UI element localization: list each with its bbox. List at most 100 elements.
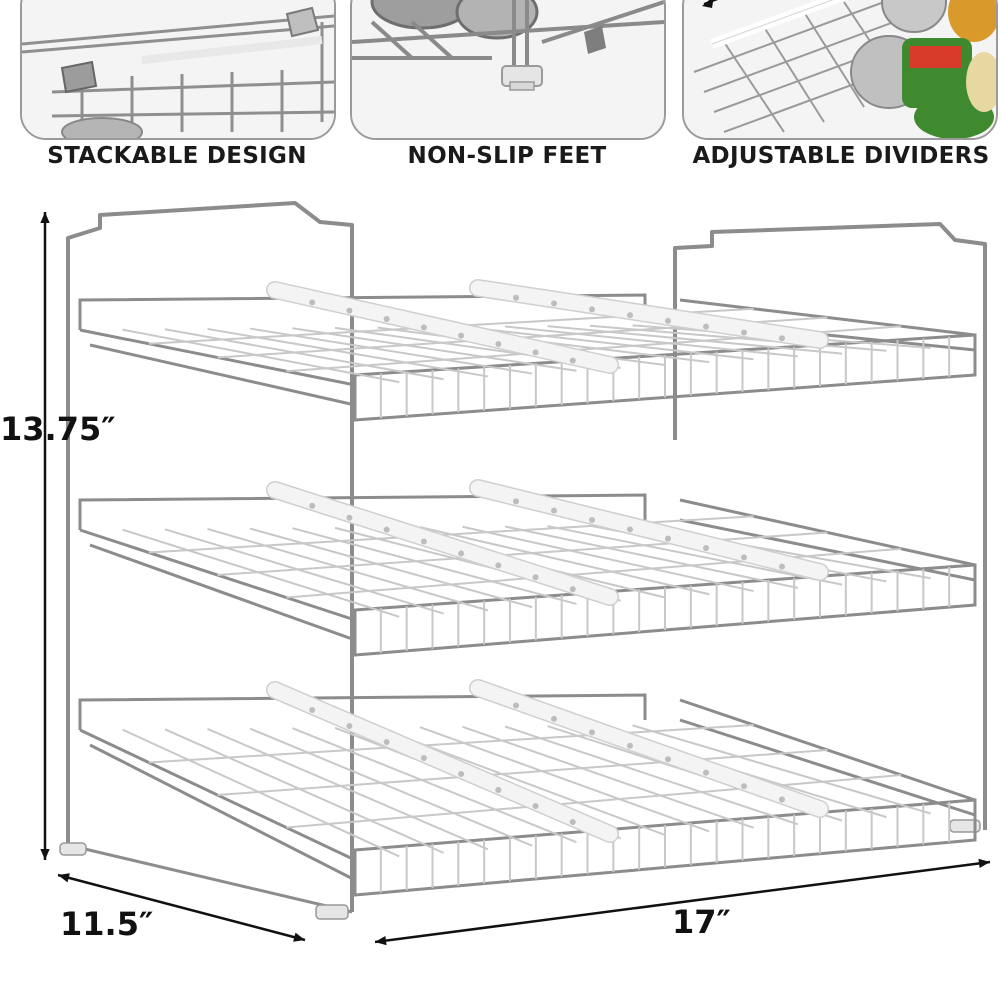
- divider-notch: [665, 317, 671, 324]
- divider-notch: [532, 574, 539, 581]
- shelf-bed-wire: [122, 528, 400, 618]
- adjustable-divider: [267, 482, 618, 605]
- divider-notch: [346, 514, 353, 521]
- depth-arrow: [57, 873, 306, 942]
- divider-notch: [589, 517, 595, 523]
- shelf-bed-wire: [164, 728, 444, 854]
- rack-shelves: [78, 279, 977, 897]
- divider-notch: [569, 819, 576, 825]
- shelf-bed-wire: [292, 327, 577, 372]
- divider-notch: [627, 526, 633, 533]
- arrowhead: [978, 858, 990, 869]
- divider-notch: [665, 756, 671, 763]
- divider-notch: [779, 335, 785, 342]
- shelf-cross-wire: [217, 749, 828, 796]
- bottom-shelf: [78, 679, 977, 897]
- right-side-frame: [673, 222, 987, 830]
- divider-notch: [569, 357, 576, 364]
- divider-notch: [627, 742, 633, 749]
- divider-notch: [346, 723, 353, 729]
- divider-notch: [346, 307, 353, 314]
- shelf-bed-wire: [547, 525, 843, 586]
- adjustable-divider: [267, 282, 618, 373]
- adjustable-divider: [267, 682, 618, 842]
- divider-notch: [383, 316, 390, 322]
- shelf-bed-wire: [292, 727, 577, 844]
- shelf-cross-wire: [286, 774, 902, 829]
- shelf-back-rail: [78, 493, 647, 530]
- adjustable-divider: [470, 280, 828, 348]
- shelf-bed-wire: [164, 328, 444, 381]
- divider-notch: [741, 554, 747, 561]
- width-arrow: [374, 860, 991, 944]
- shelf-cross-wire: [286, 547, 902, 599]
- shelf-bed-wire: [207, 527, 489, 612]
- width-dimension-label: 17″: [672, 903, 731, 941]
- divider-notch: [741, 783, 747, 790]
- divider-notch: [495, 787, 502, 793]
- depth-dimension-label: 11.5″: [60, 905, 154, 943]
- shelf-cross-wire: [217, 531, 828, 576]
- shelf-bed-wire: [504, 525, 799, 589]
- dimension-arrows: [40, 212, 991, 946]
- divider-notch: [458, 332, 465, 339]
- divider-notch: [627, 312, 633, 319]
- shelf-bed-wire: [462, 525, 754, 593]
- rack-frame: [59, 201, 987, 920]
- divider-notch: [309, 502, 316, 509]
- divider-notch: [458, 550, 465, 557]
- divider-notch: [495, 341, 502, 347]
- shelf-bed-wire: [164, 528, 444, 615]
- divider-notch: [703, 323, 709, 330]
- height-dimension-label: 13.75″: [0, 410, 116, 448]
- feature-label-stackable: STACKABLE DESIGN: [47, 143, 307, 169]
- top-shelf: [78, 279, 977, 422]
- divider-notch: [741, 329, 747, 336]
- divider-notch: [495, 562, 502, 569]
- divider-notch: [589, 306, 595, 313]
- shelf-bed-wire: [504, 725, 799, 826]
- shelf-left-rail-lower: [89, 343, 356, 407]
- middle-shelf: [78, 479, 977, 657]
- stackable-design-image: [20, 0, 336, 140]
- divider-notch: [513, 498, 519, 505]
- divider-notch: [703, 769, 709, 776]
- divider-notch: [532, 349, 539, 356]
- shelf-right-rail-lower: [679, 718, 976, 817]
- shelf-left-rail-lower: [89, 543, 356, 642]
- rubber-foot-closeup-icon: [352, 0, 664, 138]
- non-slip-feet-image: [350, 0, 666, 140]
- divider-notch: [309, 299, 316, 306]
- shelf-bed-wire: [462, 725, 754, 829]
- divider-notch: [309, 707, 316, 713]
- shelf-bed-wire: [249, 527, 533, 609]
- divider-notch: [458, 771, 465, 777]
- divider-notch: [665, 535, 671, 542]
- arrowhead: [40, 848, 50, 860]
- shelf-bed-wire: [122, 728, 400, 858]
- divider-notch: [551, 300, 557, 307]
- arrowhead: [293, 932, 305, 942]
- left-side-frame: [66, 201, 354, 912]
- adjustable-divider: [470, 680, 828, 817]
- divider-notch: [383, 739, 390, 745]
- arrowhead: [58, 873, 70, 883]
- divider-notch: [589, 729, 595, 736]
- feature-label-non-slip: NON-SLIP FEET: [407, 143, 607, 169]
- divider-notch: [513, 702, 519, 709]
- divider-notch: [420, 538, 427, 545]
- can-rack-illustration: [0, 190, 1000, 1000]
- shelf-bed-wire: [547, 325, 843, 355]
- stacked-shelf-closeup-icon: [22, 0, 334, 138]
- divider-notch: [779, 563, 785, 570]
- divider-notch: [420, 755, 427, 761]
- shelf-bed-wire: [419, 726, 710, 833]
- arrowhead: [375, 935, 387, 946]
- rubber-foot: [59, 842, 87, 856]
- shelf-bed-wire: [462, 325, 754, 361]
- shelf-bed-wire: [632, 724, 931, 815]
- shelf-back-rail: [78, 693, 647, 730]
- arrowhead: [40, 212, 50, 224]
- adjustable-divider: [470, 480, 828, 580]
- three-tier-wire-rack: [40, 201, 991, 946]
